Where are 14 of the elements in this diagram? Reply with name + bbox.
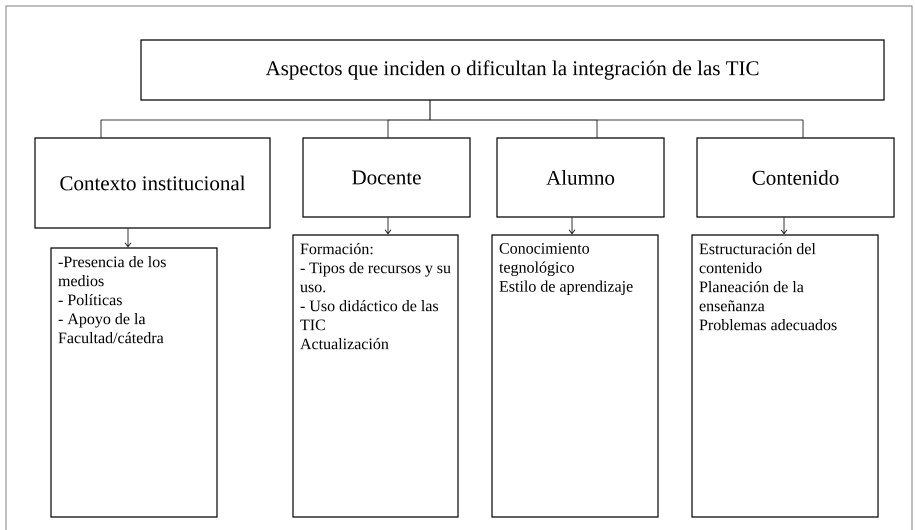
title-box: Aspectos que inciden o dificultan la integración de las TIC (140, 39, 885, 101)
connector-line (430, 100, 804, 138)
category-box: Docente (302, 137, 471, 218)
arrow (384, 217, 392, 234)
category-box: Contexto institucional (34, 137, 271, 229)
detail-box: Conocimiento tegnológico Estilo de aprendizaje (491, 234, 659, 518)
arrow (568, 217, 576, 234)
category-box: Contenido (696, 137, 895, 218)
arrow (124, 228, 132, 248)
category-box: Alumno (496, 137, 665, 218)
detail-box: Estructuración del contenido Planeación de la enseñanza Problemas adecuados (691, 234, 879, 518)
arrow (780, 217, 788, 234)
detail-box: -Presencia de los medios - Políticas - Apoyo de la Facultad/cátedra (50, 247, 218, 518)
detail-box: Formación: - Tipos de recursos y su uso. - Uso didáctico de las TIC Actualización (292, 234, 459, 518)
